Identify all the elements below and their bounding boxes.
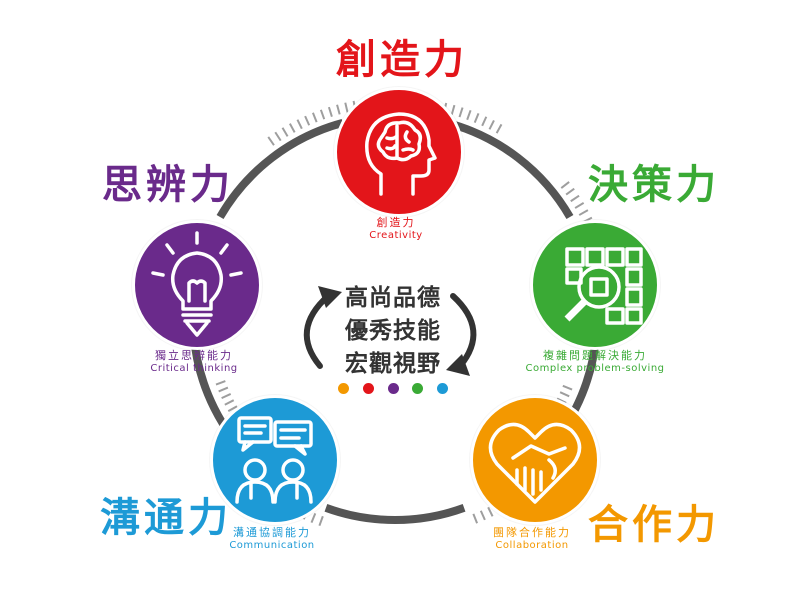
ring-hatch-tick	[311, 112, 318, 123]
ring-hatch-tick	[560, 181, 570, 189]
ring-hatch-tick	[221, 393, 232, 400]
node-problem-solving-circle[interactable]	[530, 220, 660, 350]
ring-hatch-tick	[488, 119, 495, 130]
ring-arcs	[189, 119, 601, 524]
ring-hatch-tick	[296, 119, 303, 130]
ring-hatch-tick	[289, 123, 296, 133]
label-problem-solving-en: Complex problem-solving	[525, 362, 665, 374]
color-dots	[338, 383, 448, 395]
ring-arc-segment	[446, 119, 574, 220]
dot-orange	[338, 383, 349, 394]
ring-hatch-tick	[215, 380, 226, 386]
dot-purple	[387, 383, 399, 394]
ring-hatch-tick	[304, 115, 311, 126]
people-chat-icon	[235, 416, 313, 504]
label-critical-thinking-en: Critical thinking	[150, 362, 238, 374]
label-communication: 溝通協調能力 Communication	[222, 526, 322, 552]
lightbulb-icon	[151, 231, 243, 337]
ring-hatch-tick	[224, 399, 235, 406]
ring-arc-segment	[324, 504, 466, 524]
title-critical-thinking: 思辨力	[102, 162, 234, 208]
ring-hatch-tick	[578, 209, 589, 216]
center-line-3: 宏觀視野	[345, 351, 441, 377]
ring-hatch-tick	[495, 123, 503, 134]
ring-hatch-tick	[559, 391, 570, 398]
label-collaboration: 團隊合作能力 Collaboration	[482, 526, 582, 552]
ring-hatch-tick	[479, 510, 486, 521]
cycle-arrows-icon	[303, 293, 477, 369]
ring-hatch-tick	[570, 194, 580, 203]
node-creativity-circle[interactable]	[334, 87, 464, 217]
node-communication-circle[interactable]	[210, 395, 340, 525]
label-collaboration-zh: 團隊合作能力	[493, 526, 571, 539]
ring-hatch-tick	[319, 109, 326, 120]
ring-hatch-tick	[281, 127, 289, 137]
dot-green	[412, 383, 424, 394]
ring-hatch-tick	[327, 106, 333, 117]
magnifier-grid-icon	[564, 247, 643, 325]
label-critical-thinking: 獨立思辨能力 Critical thinking	[134, 349, 254, 375]
ring-hatch-tick	[310, 512, 317, 523]
label-communication-en: Communication	[229, 539, 315, 551]
label-problem-solving: 複雜問題解決能力 Complex problem-solving	[520, 349, 670, 375]
ring-hatch-tick	[562, 384, 573, 391]
ring-hatch-tick	[565, 187, 575, 196]
label-communication-zh: 溝通協調能力	[233, 526, 311, 539]
title-creativity: 創造力	[336, 37, 468, 83]
ring-hatch-tick	[267, 136, 275, 146]
label-creativity-en: Creativity	[369, 229, 423, 241]
ring-hatch-tick	[218, 386, 229, 393]
center-line-1: 高尚品德	[345, 285, 441, 311]
ring-hatch-tick	[481, 116, 488, 127]
label-creativity: 創造力 Creativity	[346, 216, 446, 242]
brain-head-icon	[365, 112, 437, 196]
dot-red	[362, 383, 374, 394]
node-critical-thinking-circle[interactable]	[132, 220, 262, 350]
title-problem-solving: 決策力	[588, 162, 720, 208]
ring-hatch-tick	[450, 104, 456, 116]
label-creativity-zh: 創造力	[376, 216, 416, 229]
dot-blue	[437, 383, 448, 394]
center-motto: 高尚品德 優秀技能 宏觀視野	[328, 282, 458, 381]
cycle-arrowheads	[318, 286, 470, 376]
ring-hatch-tick	[458, 107, 464, 118]
ring-hatch-tick	[274, 131, 282, 142]
ring-hatch-tick	[574, 202, 585, 209]
ring-hatch-tick	[336, 104, 341, 115]
ring-hatch-tick	[487, 506, 494, 517]
ring-arc-segment	[216, 119, 344, 220]
ring-hatch-tick	[473, 113, 480, 124]
center-line-2: 優秀技能	[345, 318, 441, 344]
node-collaboration-circle[interactable]	[470, 395, 600, 525]
ring-hatch-tick	[466, 109, 472, 121]
label-problem-solving-zh: 複雜問題解決能力	[543, 349, 647, 362]
ring-hatch-tick	[318, 515, 324, 527]
handshake-heart-icon	[488, 422, 582, 504]
ring-hatch-tick	[472, 513, 479, 524]
title-communication: 溝通力	[100, 495, 232, 541]
label-collaboration-en: Collaboration	[495, 539, 569, 551]
label-critical-thinking-zh: 獨立思辨能力	[155, 349, 233, 362]
title-collaboration: 合作力	[588, 502, 720, 548]
